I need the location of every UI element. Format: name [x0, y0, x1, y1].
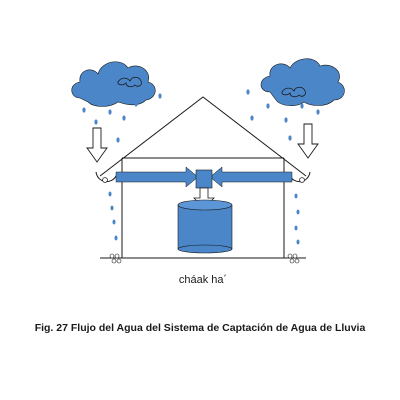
rain-drop: [82, 107, 86, 113]
drip: [294, 193, 298, 199]
rain-drop: [266, 103, 270, 109]
splash-bubble: [109, 253, 115, 259]
left-cloud-squiggle: [117, 76, 142, 88]
right-cloud: [260, 58, 345, 106]
left-down-arrow: [86, 127, 108, 163]
right-splash: [287, 253, 300, 264]
rain-drop: [116, 137, 120, 143]
splash-bubble: [289, 258, 295, 264]
left-gutter-outlet: [102, 177, 108, 183]
rain-drop: [250, 115, 254, 121]
rain-drops: [82, 89, 320, 143]
right-cloud-squiggle: [281, 86, 306, 98]
splash-bubble: [294, 258, 300, 264]
drip: [110, 205, 114, 211]
left-splash: [109, 253, 122, 264]
rain-drop: [246, 89, 250, 95]
right-flow-pipe: [209, 166, 293, 188]
right-cloud-shape: [260, 58, 345, 106]
rain-drop: [288, 135, 292, 141]
drip: [294, 225, 298, 231]
figure-caption: Fig. 27 Flujo del Agua del Sistema de Ca…: [35, 322, 366, 334]
drip: [296, 239, 300, 245]
rain-drop: [122, 115, 126, 121]
left-flow-pipe: [115, 166, 199, 188]
left-cloud: [71, 61, 156, 107]
rain-drop: [284, 117, 288, 123]
overflow-drips: [108, 191, 300, 245]
splash-bubble: [116, 258, 122, 264]
rain-drop: [316, 109, 320, 115]
drip: [112, 219, 116, 225]
center-collector: [195, 169, 213, 189]
water-tank-bottom: [177, 244, 233, 254]
water-tank-body: [178, 205, 232, 249]
splash-bubble: [287, 253, 293, 259]
rain-drop: [134, 101, 138, 107]
house-roof: [99, 96, 307, 177]
drip: [296, 209, 300, 215]
right-down-arrow: [297, 123, 319, 159]
splash-bubble: [111, 258, 117, 264]
ground-label: cháak ha´: [179, 274, 227, 286]
right-gutter-outlet: [299, 177, 305, 183]
rain-drop: [94, 119, 98, 125]
drip: [114, 235, 118, 241]
splash-bubble: [292, 253, 298, 259]
drip: [108, 191, 112, 197]
rain-drop: [300, 103, 304, 109]
water-tank: [177, 199, 233, 254]
rain-drop: [158, 93, 162, 99]
left-cloud-shape: [71, 61, 156, 107]
water-tank-top: [177, 199, 233, 211]
splash-bubble: [114, 253, 120, 259]
rain-drop: [108, 109, 112, 115]
